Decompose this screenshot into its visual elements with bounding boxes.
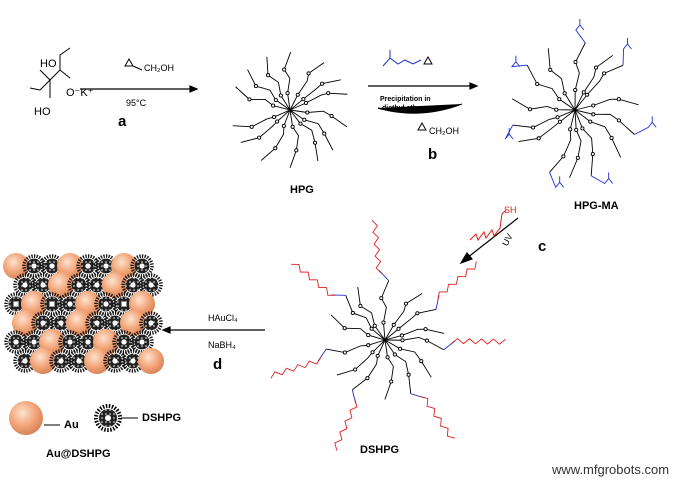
legend bbox=[9, 401, 138, 435]
temperature-label: 95°C bbox=[126, 98, 147, 108]
step-b-label: b bbox=[428, 146, 438, 163]
glycidol-b bbox=[417, 121, 427, 131]
dshpg-label: DSHPG bbox=[360, 444, 400, 456]
ko-label: O⁻K⁺ bbox=[66, 87, 94, 99]
arrow-b bbox=[368, 82, 479, 114]
step-d-label: d bbox=[213, 356, 223, 373]
condition-label-2: diethyl ether bbox=[382, 105, 424, 112]
au-dshpg-aggregate bbox=[3, 253, 164, 374]
ho-label-2: HO bbox=[34, 106, 51, 118]
legend-au-sphere bbox=[9, 401, 43, 435]
glycidyl-methacrylate bbox=[382, 50, 433, 67]
legend-dshpg-label: DSHPG bbox=[142, 412, 182, 424]
hpg-structure bbox=[232, 52, 348, 168]
arrow-d bbox=[161, 326, 265, 334]
thiol-reagent bbox=[469, 209, 507, 242]
glycidol-a-label: CH₂OH bbox=[144, 63, 174, 73]
glycidol-a bbox=[124, 57, 143, 71]
arrow-c bbox=[459, 217, 519, 265]
haucl4-label: HAuCl₄ bbox=[208, 313, 238, 323]
legend-au-label: Au bbox=[64, 419, 79, 431]
hpg-label: HPG bbox=[290, 184, 314, 196]
arrow-a bbox=[80, 85, 199, 93]
glycidol-b-label: CH₂OH bbox=[429, 126, 459, 136]
starting-molecule bbox=[29, 47, 71, 98]
step-a-label: a bbox=[118, 113, 127, 130]
au-dshpg-label: Au@DSHPG bbox=[46, 448, 111, 460]
nabh4-label: NaBH₄ bbox=[208, 340, 236, 350]
ho-label-1: HO bbox=[40, 58, 57, 70]
hpg-ma-label: HPG-MA bbox=[574, 200, 619, 212]
dshpg-structure bbox=[270, 219, 506, 451]
watermark: www.mfgrobots.com bbox=[552, 462, 670, 477]
step-c-label: c bbox=[538, 238, 547, 255]
hpg-ma-structure bbox=[504, 19, 657, 189]
condition-label: Precipitation in bbox=[380, 96, 431, 103]
sh-label: SH bbox=[504, 205, 517, 215]
legend-dshpg-core bbox=[94, 404, 122, 432]
